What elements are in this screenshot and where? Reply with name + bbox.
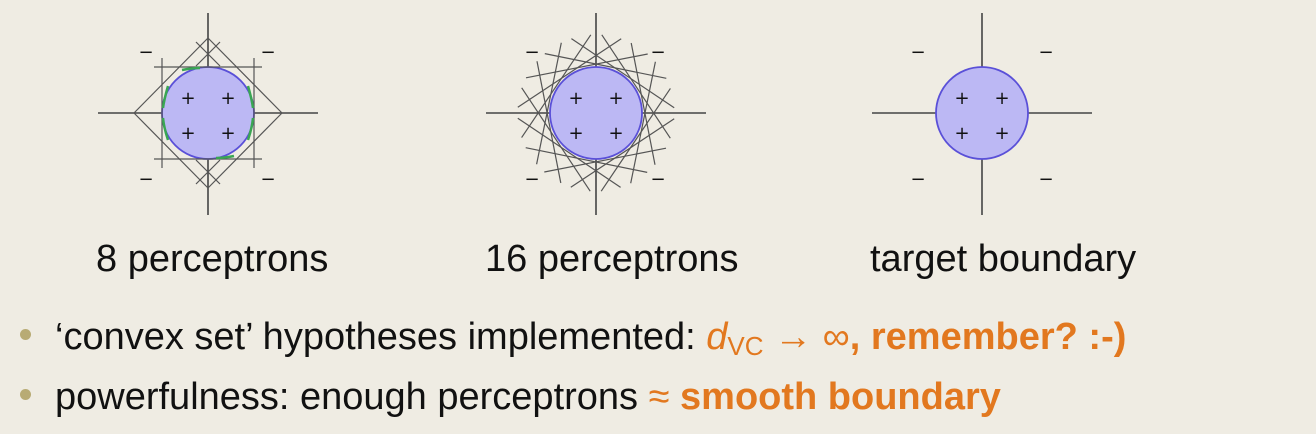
plus-sign: + xyxy=(220,88,235,109)
green-boundary-arcs xyxy=(161,66,255,160)
plus-sign: + xyxy=(994,88,1009,109)
plus-sign: + xyxy=(568,88,583,109)
minus-sign: − xyxy=(524,42,539,63)
minus-sign: − xyxy=(1038,42,1053,63)
minus-sign: − xyxy=(260,169,275,190)
perceptron-line xyxy=(517,117,621,188)
perceptron-lines xyxy=(517,34,675,192)
perceptron-line xyxy=(525,147,648,173)
plus-sign: + xyxy=(568,123,583,144)
perceptron-line xyxy=(630,61,656,184)
minus-sign: − xyxy=(260,42,275,63)
minus-sign: − xyxy=(650,169,665,190)
perceptron-lines xyxy=(133,37,283,189)
perceptron-line xyxy=(544,53,667,79)
dvc-symbol: d xyxy=(706,316,728,358)
plus-sign: + xyxy=(954,88,969,109)
figure-16-perceptrons-drawing: + + + + − − − − xyxy=(486,13,706,215)
plus-sign: + xyxy=(608,123,623,144)
perceptron-line xyxy=(570,118,675,188)
minus-sign: − xyxy=(138,169,153,190)
minus-sign: − xyxy=(524,169,539,190)
perceptron-line xyxy=(601,34,671,139)
bullet-text: powerfulness: enough perceptrons xyxy=(55,376,649,418)
plus-sign: + xyxy=(180,123,195,144)
minus-sign: − xyxy=(138,42,153,63)
bullet-text: ‘convex set’ hypotheses implemented: xyxy=(55,316,707,358)
bullet-dot xyxy=(20,389,31,401)
plus-sign: + xyxy=(180,88,195,109)
target-circle xyxy=(935,66,1029,160)
dvc-subscript: VC xyxy=(727,331,764,361)
minus-sign: − xyxy=(910,42,925,63)
arrow-infinity: → ∞ xyxy=(763,316,850,358)
figure-target-boundary: + + + + − − − − xyxy=(866,8,1096,222)
minus-sign: − xyxy=(910,169,925,190)
plus-sign: + xyxy=(994,123,1009,144)
perceptron-line xyxy=(521,87,591,192)
perceptron-line xyxy=(521,34,592,138)
perceptron-line xyxy=(536,42,562,165)
perceptron-line xyxy=(544,147,667,173)
figure-16-perceptrons-caption: 16 perceptrons xyxy=(485,238,739,280)
perceptron-line xyxy=(630,42,656,165)
smooth-boundary-highlight: smooth boundary xyxy=(669,376,1001,418)
plus-sign: + xyxy=(954,123,969,144)
perceptron-line xyxy=(600,88,671,192)
perceptron-line xyxy=(536,61,562,184)
target-circle xyxy=(549,66,643,160)
figure-16-perceptrons: + + + + − − − − xyxy=(480,8,710,222)
remember-highlight: , remember? :-) xyxy=(849,316,1127,358)
bullet-convex-set: ‘convex set’ hypotheses implemented: dVC… xyxy=(20,316,1126,362)
figure-target-boundary-caption: target boundary xyxy=(870,238,1137,280)
perceptron-line xyxy=(517,38,622,108)
figure-target-boundary-drawing: + + + + − − − − xyxy=(872,13,1092,215)
approx-symbol: ≈ xyxy=(648,376,670,418)
target-circle xyxy=(161,66,255,160)
figure-8-perceptrons-drawing: + + + + − − − − xyxy=(98,13,318,215)
perceptron-line xyxy=(571,38,675,109)
perceptron-line xyxy=(525,53,648,79)
minus-sign: − xyxy=(1038,169,1053,190)
plus-sign: + xyxy=(220,123,235,144)
plus-sign: + xyxy=(608,88,623,109)
bullet-powerfulness: powerfulness: enough perceptrons ≈ smoot… xyxy=(20,376,1001,419)
figure-8-perceptrons: + + + + − − − − xyxy=(92,8,322,222)
figure-8-perceptrons-caption: 8 perceptrons xyxy=(96,238,329,280)
bullet-dot xyxy=(20,329,31,341)
minus-sign: − xyxy=(650,42,665,63)
